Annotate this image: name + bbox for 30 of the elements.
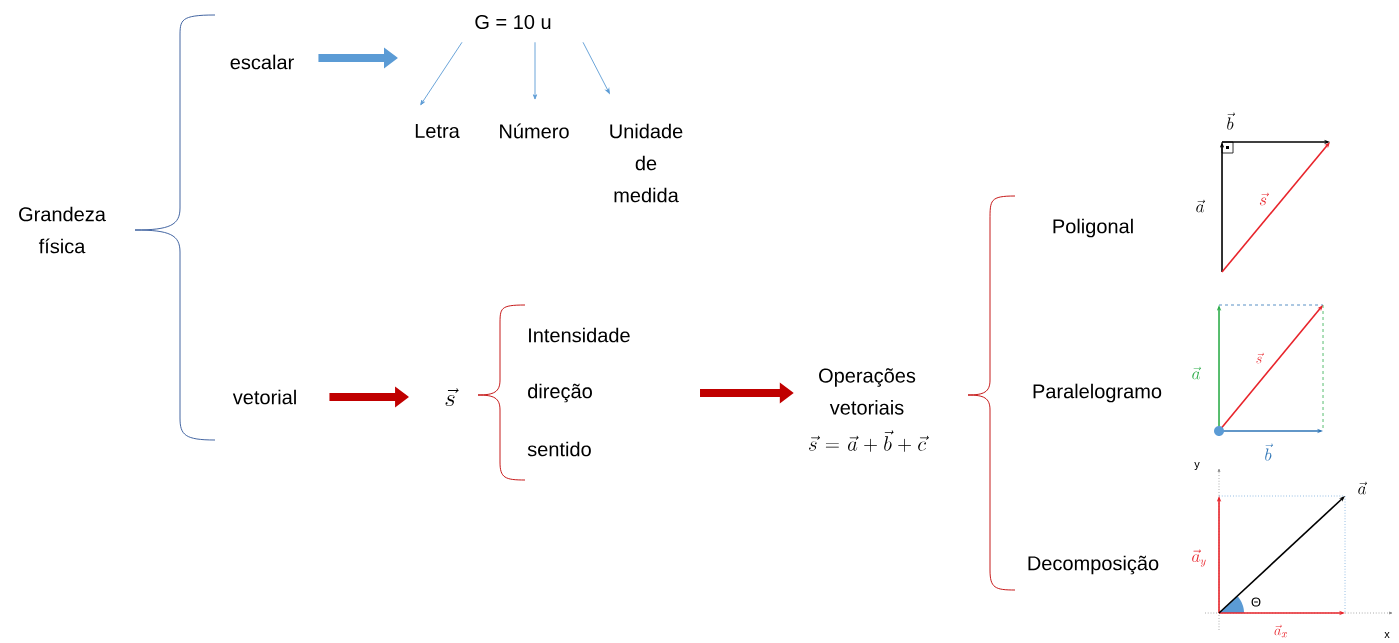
vector-label: $\vec{b}$ bbox=[1227, 112, 1236, 130]
vector-label: $\vec{a}$ bbox=[1358, 481, 1368, 495]
concept-label: Letra bbox=[415, 124, 460, 138]
concept-label: escalar bbox=[230, 54, 294, 70]
arrow bbox=[420, 41, 463, 106]
arrow bbox=[582, 41, 610, 94]
vector-label: $\vec{s}$ bbox=[1259, 192, 1270, 206]
vector-label: $\vec{a}_y$ bbox=[1192, 549, 1206, 567]
vector-label: $\vec{a}_x$ bbox=[1274, 624, 1288, 638]
concept-label: Unidade de medida bbox=[610, 123, 683, 203]
axis-label: x bbox=[1384, 632, 1390, 638]
property-label: direção bbox=[528, 383, 592, 403]
property-label: Intensidade bbox=[529, 327, 630, 343]
vector-label: $\vec{s}$ bbox=[1256, 352, 1265, 364]
operation-label: Operações vetoriais $\vec{s} = \vec{a} + \vec{b} + \vec{c}$ bbox=[809, 368, 929, 452]
axis-label: y bbox=[1194, 461, 1200, 471]
expression-label: G = 10 u bbox=[475, 14, 551, 30]
method-label: Poligonal bbox=[1053, 218, 1133, 238]
method-label: Paralelogramo bbox=[1033, 383, 1162, 403]
vector-label: $\vec{a}$ bbox=[1192, 366, 1202, 380]
concept-label: Número bbox=[500, 123, 569, 139]
vector-label: $\vec{a}$ bbox=[1196, 199, 1206, 213]
vector-label: $\vec{b}$ bbox=[1265, 443, 1274, 461]
angle-label: Θ bbox=[1251, 597, 1261, 607]
concept-label: Grandeza física bbox=[19, 206, 106, 254]
method-label: Decomposição bbox=[1028, 555, 1159, 575]
concept-label: vetorial bbox=[232, 389, 296, 405]
arrow bbox=[532, 41, 538, 100]
vector-symbol: $\vec{s}$ bbox=[445, 388, 459, 407]
property-label: sentido bbox=[527, 441, 591, 457]
